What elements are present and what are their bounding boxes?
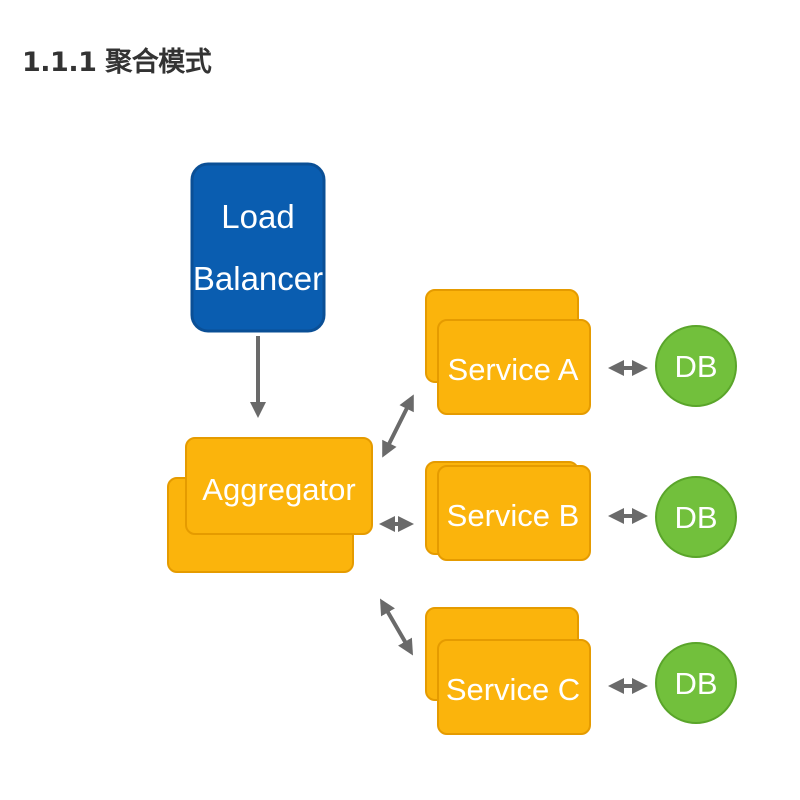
arrow-aggregator-service-a (382, 394, 414, 458)
service-c-node: Service C (425, 607, 591, 735)
service-b-node: Service B (425, 461, 591, 561)
load-balancer-label-line2: Balancer (193, 260, 323, 297)
service-a-node: Service A (425, 289, 591, 415)
service-b-label: Service B (447, 498, 580, 533)
db-c-label: DB (674, 666, 717, 701)
db-b-label: DB (674, 500, 717, 535)
service-a-label: Service A (448, 352, 579, 387)
aggregator-label: Aggregator (202, 472, 355, 507)
db-c-node: DB (655, 642, 737, 724)
arrow-aggregator-service-c (379, 598, 414, 656)
load-balancer-node: Load Balancer (190, 162, 326, 333)
load-balancer-label-line1: Load (221, 198, 294, 235)
page-title: 1.1.1 聚合模式 (22, 47, 212, 78)
db-b-node: DB (655, 476, 737, 558)
db-a-node: DB (655, 325, 737, 407)
aggregator-node: Aggregator (167, 437, 373, 573)
service-c-label: Service C (446, 672, 580, 707)
db-a-label: DB (674, 349, 717, 384)
